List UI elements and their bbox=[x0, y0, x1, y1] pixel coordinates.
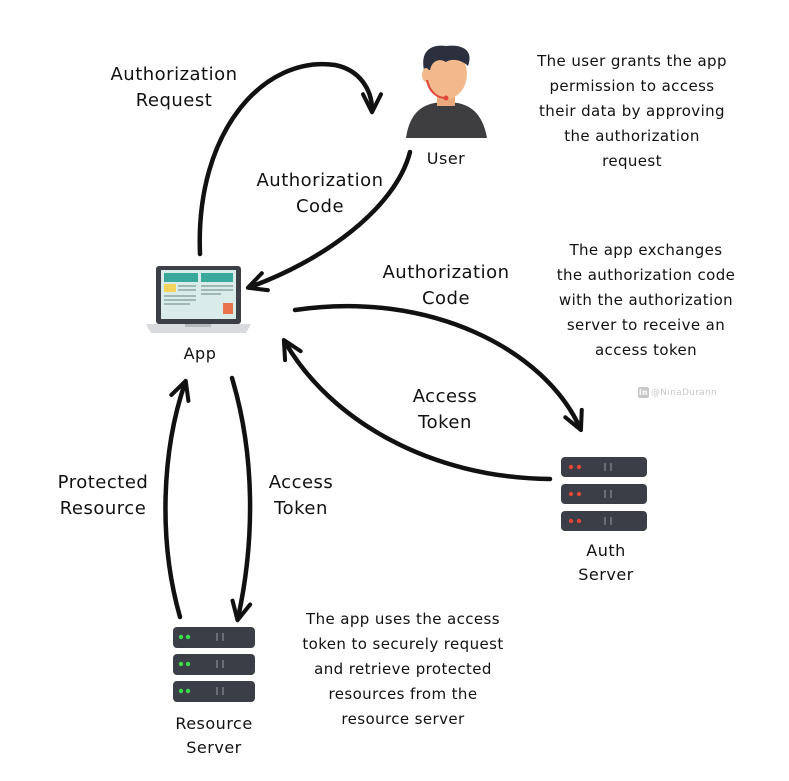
auth-server-icon bbox=[561, 457, 647, 531]
protected-resource-arrow bbox=[163, 378, 191, 620]
access-token-resource-arrow bbox=[229, 375, 253, 623]
authorization-request-label: Authorization Request bbox=[110, 64, 238, 111]
authorization-code-auth-label: Authorization Code bbox=[382, 262, 510, 309]
access-token-auth-arrow bbox=[281, 338, 553, 482]
user-note: The user grants the app permission to ac… bbox=[537, 52, 727, 170]
resource-server-label: Resource Server bbox=[175, 714, 253, 757]
resource-note: The app uses the access token to securel… bbox=[302, 610, 504, 728]
user-label: User bbox=[426, 149, 466, 168]
authorization-request-arrow bbox=[197, 61, 384, 257]
authorization-code-user-arrow bbox=[245, 149, 413, 293]
watermark-text: @NinaDurann bbox=[651, 388, 718, 398]
auth-server-label: Auth Server bbox=[578, 541, 634, 584]
linkedin-icon: in bbox=[638, 387, 649, 398]
protected-resource-label: Protected Resource bbox=[57, 472, 149, 519]
access-token-resource-label: Access Token bbox=[268, 472, 334, 519]
user-avatar-icon bbox=[406, 45, 487, 138]
watermark: in@NinaDurann bbox=[638, 387, 717, 398]
authorization-code-auth-arrow bbox=[292, 304, 584, 433]
resource-server-icon bbox=[173, 627, 255, 702]
app-label: App bbox=[183, 344, 217, 363]
authorization-code-user-label: Authorization Code bbox=[256, 170, 384, 217]
auth-note: The app exchanges the authorization code… bbox=[556, 241, 736, 359]
access-token-auth-label: Access Token bbox=[412, 386, 478, 433]
app-laptop-icon bbox=[146, 266, 251, 333]
